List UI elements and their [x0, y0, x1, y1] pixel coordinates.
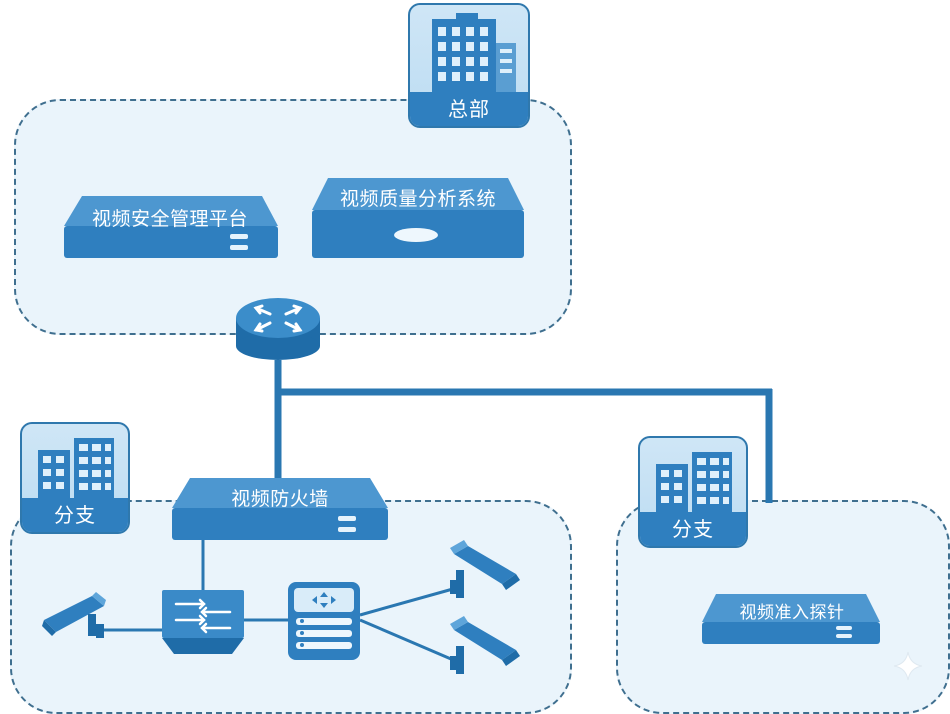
branch-right-site-card: 分支: [638, 436, 748, 548]
access-probe-label: 视频准入探针: [739, 603, 845, 623]
hq-site-card: 总部: [408, 3, 530, 128]
security-platform-label: 视频安全管理平台: [91, 208, 248, 230]
hq-site-label: 总部: [410, 92, 528, 126]
quality-system-label: 视频质量分析系统: [339, 188, 496, 210]
building-icon: [38, 438, 114, 504]
firewall-label: 视频防火墙: [231, 488, 329, 510]
link-nvr-camera-bottom: [359, 618, 459, 664]
branch-left-site-card: 分支: [20, 422, 130, 534]
link-nvr-camera-top: [359, 585, 461, 617]
building-icon: [432, 13, 516, 97]
branch-right-site-label: 分支: [640, 512, 746, 546]
branch-left-site-label: 分支: [22, 498, 128, 532]
building-icon: [656, 452, 732, 518]
